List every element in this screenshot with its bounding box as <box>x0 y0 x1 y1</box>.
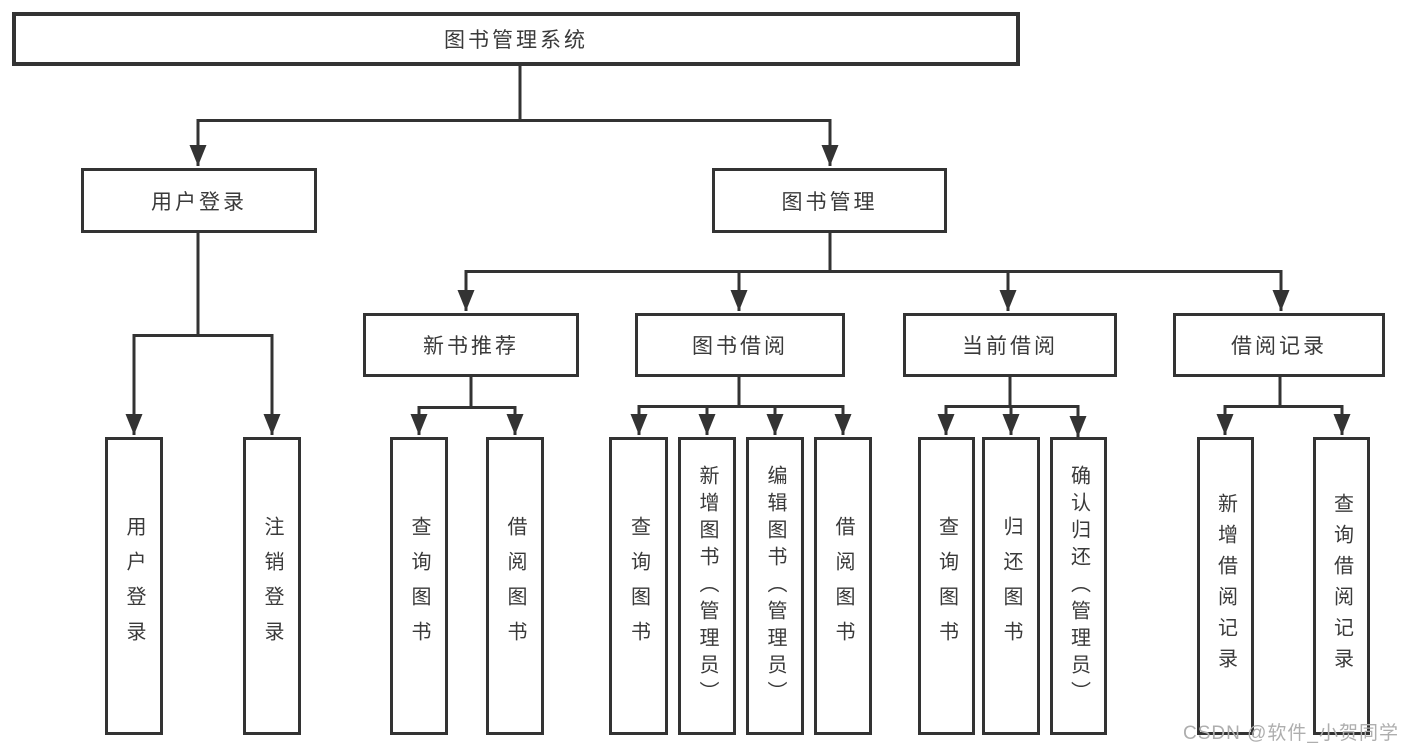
node-label: 借阅记录 <box>1231 335 1327 358</box>
node-book-borrowing: 图书借阅 <box>635 313 845 377</box>
node-label: 借阅图书 <box>504 516 526 656</box>
node-new-book-recommendation: 新书推荐 <box>363 313 579 377</box>
node-label: 图书借阅 <box>692 335 788 358</box>
node-label: 归还图书 <box>1000 516 1022 656</box>
node-label: 新书推荐 <box>423 335 519 358</box>
leaf-edit-book-admin: 编辑图书（管理员） <box>746 437 804 735</box>
leaf-query-books-recommend: 查询图书 <box>390 437 448 735</box>
node-label: 新增借阅记录 <box>1214 493 1237 679</box>
node-current-borrowing: 当前借阅 <box>903 313 1117 377</box>
leaf-query-books-borrowing: 查询图书 <box>609 437 668 735</box>
node-label: 查询图书 <box>408 516 430 656</box>
node-library-management-system: 图书管理系统 <box>12 12 1020 66</box>
node-label: 新增图书（管理员） <box>696 464 718 708</box>
leaf-confirm-return-admin: 确认归还（管理员） <box>1050 437 1107 735</box>
leaf-return-book: 归还图书 <box>982 437 1040 735</box>
node-label: 用户登录 <box>151 190 247 214</box>
node-label: 图书管理系统 <box>444 29 588 52</box>
leaf-user-login: 用户登录 <box>105 437 163 735</box>
leaf-logout: 注销登录 <box>243 437 301 735</box>
leaf-query-books-current: 查询图书 <box>918 437 975 735</box>
node-label: 编辑图书（管理员） <box>764 464 786 708</box>
watermark: CSDN @软件_小贺同学 <box>1183 723 1399 744</box>
leaf-query-borrow-record: 查询借阅记录 <box>1313 437 1370 735</box>
node-label: 借阅图书 <box>832 516 854 656</box>
node-label: 查询借阅记录 <box>1330 493 1353 679</box>
node-book-management: 图书管理 <box>712 168 947 233</box>
leaf-add-book-admin: 新增图书（管理员） <box>678 437 736 735</box>
node-label: 用户登录 <box>123 516 145 656</box>
node-label: 当前借阅 <box>962 335 1058 358</box>
node-label: 注销登录 <box>261 516 283 656</box>
node-user-login: 用户登录 <box>81 168 317 233</box>
leaf-add-borrow-record: 新增借阅记录 <box>1197 437 1254 735</box>
node-borrowing-records: 借阅记录 <box>1173 313 1385 377</box>
node-label: 图书管理 <box>781 190 878 214</box>
node-label: 确认归还（管理员） <box>1067 464 1090 708</box>
leaf-borrow-books: 借阅图书 <box>814 437 872 735</box>
node-label: 查询图书 <box>935 516 958 656</box>
leaf-borrow-books-recommend: 借阅图书 <box>486 437 544 735</box>
node-label: 查询图书 <box>627 516 650 656</box>
